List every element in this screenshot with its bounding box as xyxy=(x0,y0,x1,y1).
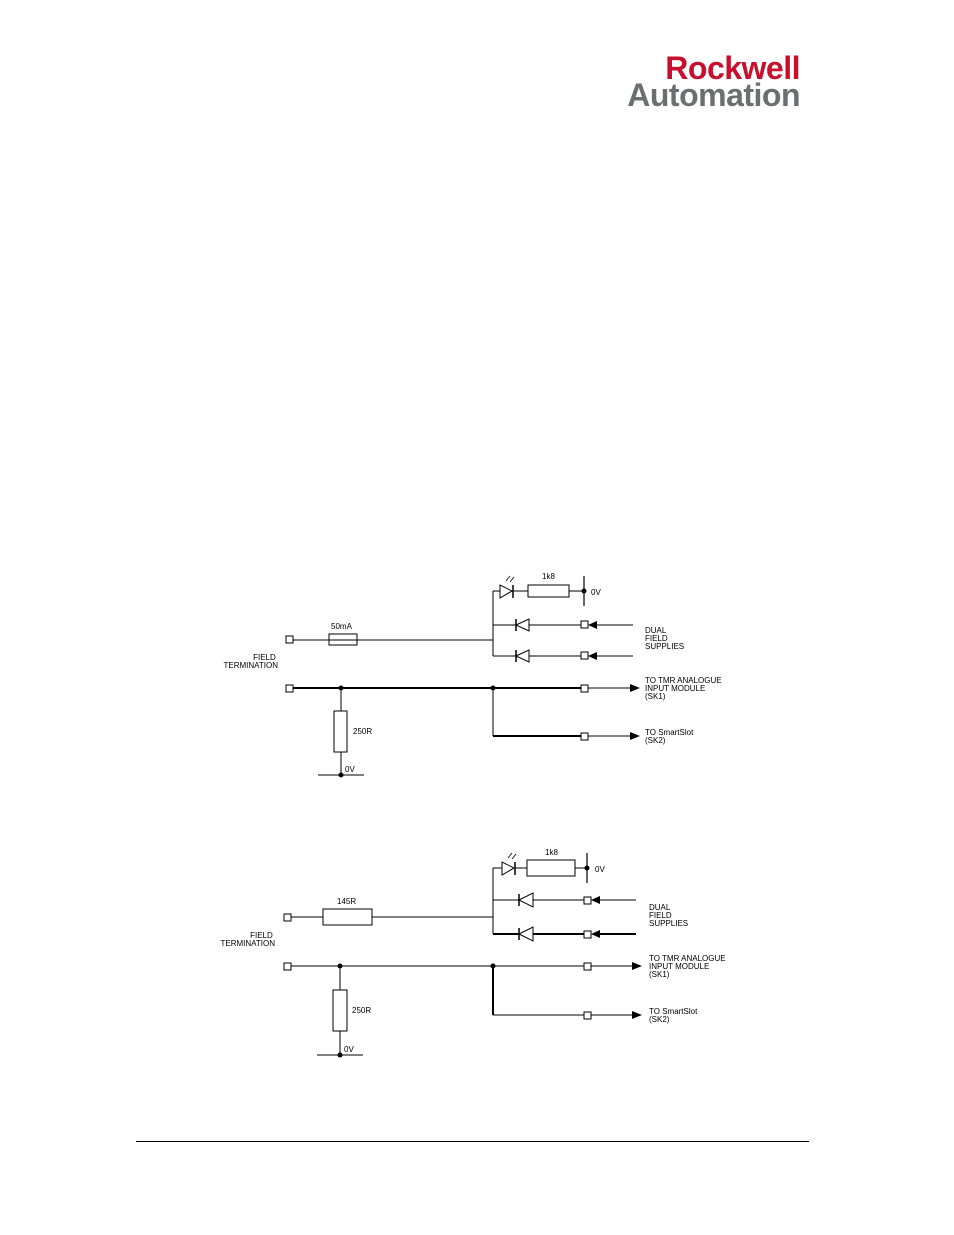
tmr-output-terminal-1 xyxy=(581,685,588,692)
supply-terminal-1b xyxy=(581,652,588,659)
ground-label-bottom-1: 0V xyxy=(345,765,355,774)
field-terminal-signal-2 xyxy=(284,963,291,970)
smartslot-output-terminal-1 xyxy=(581,733,588,740)
smartslot-output-terminal-2 xyxy=(584,1012,591,1019)
field-termination-label-1: FIELD TERMINATION xyxy=(223,653,278,670)
supply-diode-1b xyxy=(516,650,529,662)
tmr-output-label-2: TO TMR ANALOGUE INPUT MODULE (SK1) xyxy=(649,954,728,979)
circuit-diagram-1: 50mA 1k8 0V DUAL FIE xyxy=(223,572,723,778)
supply-diode-1a xyxy=(516,619,529,631)
footer-divider xyxy=(136,1141,809,1142)
supply-terminal-2a xyxy=(584,897,591,904)
shunt-resistor-label-1: 250R xyxy=(353,727,372,736)
field-terminal-signal-1 xyxy=(286,685,293,692)
supply-diode-2a xyxy=(519,893,533,907)
circuit-diagram-2: 145R 1k8 0V DUAL FIELD SUPPLIES xyxy=(220,848,727,1058)
led-icon-2 xyxy=(502,862,514,875)
series-resistor-2 xyxy=(323,909,372,925)
field-terminal-input-2 xyxy=(284,914,291,921)
field-termination-label-2: FIELD TERMINATION xyxy=(220,931,275,948)
led-resistor-2 xyxy=(527,860,575,876)
dual-supplies-label-2: DUAL FIELD SUPPLIES xyxy=(649,903,688,928)
shunt-resistor-1 xyxy=(334,711,347,752)
ground-label-bottom-2: 0V xyxy=(344,1045,354,1054)
series-resistor-label-2: 145R xyxy=(337,897,356,906)
supply-terminal-2b xyxy=(584,931,591,938)
led-resistor-label-2: 1k8 xyxy=(545,848,558,857)
ground-label-top-2: 0V xyxy=(595,865,605,874)
shunt-resistor-2 xyxy=(333,990,347,1031)
shunt-resistor-label-2: 250R xyxy=(352,1006,371,1015)
tmr-output-terminal-2 xyxy=(584,963,591,970)
tmr-output-label-1: TO TMR ANALOGUE INPUT MODULE (SK1) xyxy=(645,676,724,701)
led-resistor-1 xyxy=(528,585,569,597)
field-terminal-input-1 xyxy=(286,636,293,643)
supply-terminal-1a xyxy=(581,621,588,628)
supply-diode-2b xyxy=(519,927,533,941)
led-resistor-label-1: 1k8 xyxy=(542,572,555,581)
fuse-label-1: 50mA xyxy=(331,622,353,631)
dual-supplies-label-1: DUAL FIELD SUPPLIES xyxy=(645,626,684,651)
smartslot-output-label-2: TO SmartSlot (SK2) xyxy=(649,1007,700,1024)
ground-label-top-1: 0V xyxy=(591,588,601,597)
led-icon-1 xyxy=(500,585,512,598)
smartslot-output-label-1: TO SmartSlot (SK2) xyxy=(645,728,696,745)
